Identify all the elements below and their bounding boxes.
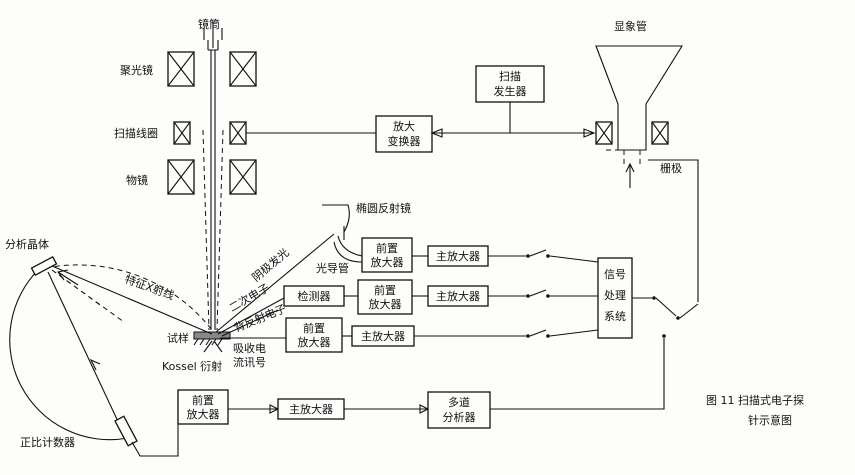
diffracted-rays (51, 269, 125, 323)
ellipsoidal-mirror (322, 204, 350, 233)
objective-lens (167, 159, 257, 195)
figure-caption-line2: 针示意图 (748, 413, 792, 427)
wire-grid-to-switch (648, 159, 699, 302)
label-sample: 试样 (167, 331, 189, 345)
label-condenser-lens: 聚光镜 (120, 63, 153, 77)
box-preamp1-line2: 放大器 (371, 255, 404, 269)
label-light-guide: 光导管 (316, 261, 349, 275)
box-preamp3-line1: 前置 (303, 321, 325, 335)
box-preamp4 (177, 389, 229, 425)
label-lens-tube: 镜筒 (198, 17, 220, 31)
lens-tube-aperture (203, 28, 223, 51)
box-signal-processing-line2: 处理 (604, 289, 626, 302)
box-scan-generator-line2: 发生器 (494, 84, 527, 98)
xray-path (51, 265, 213, 335)
cathodoluminescence-ray (215, 233, 335, 333)
label-scan-coil: 扫描线圈 (114, 126, 158, 140)
box-scan-generator-line1: 扫描 (499, 69, 521, 83)
box-main-amp2-label: 主放大器 (436, 289, 480, 303)
condenser-lens (167, 51, 257, 87)
label-analyzer-crystal: 分析晶体 (5, 237, 49, 251)
box-preamp4-line2: 放大器 (187, 407, 220, 421)
counter-to-preamp-wire (131, 418, 179, 457)
box-preamp3 (285, 317, 343, 353)
figure-caption-line1: 图 11 扫描式电子探 (706, 393, 804, 407)
label-characteristic-xray: 特征X射线 (123, 272, 176, 303)
box-preamp2 (357, 279, 413, 315)
light-guide (333, 235, 363, 263)
box-signal-processing (597, 257, 633, 339)
box-signal-processing-line1: 信号 (604, 268, 626, 281)
box-signal-processing-line3: 系统 (604, 310, 626, 323)
box-amp-converter-line2: 变换器 (388, 134, 421, 148)
wire-analyzer-to-switch (490, 338, 665, 410)
label-cathodoluminescence: 阴极发光 (249, 245, 292, 284)
label-absorbed-current-2: 流讯号 (233, 355, 266, 369)
arrow-left (430, 128, 443, 138)
crt-grid (606, 149, 646, 164)
secondary-electron-ray (217, 297, 285, 335)
rowland-circle-dashed (45, 264, 213, 331)
electron-column (167, 22, 257, 331)
box-preamp2-line1: 前置 (374, 283, 396, 297)
beam-scan-envelope (202, 129, 224, 331)
scan-coil (173, 121, 247, 145)
rowland-circle-arc (9, 267, 129, 441)
label-proportional-counter: 正比计数器 (20, 436, 75, 449)
electron-beam (210, 50, 216, 330)
box-amp-converter (375, 115, 433, 153)
box-preamp2-line2: 放大器 (369, 297, 402, 311)
box-preamp1-line1: 前置 (376, 241, 398, 255)
crt-tube (595, 45, 683, 188)
analyzer-crystal (30, 255, 58, 277)
box-multichannel-analyzer-line2: 分析器 (443, 410, 476, 424)
proportional-counter (114, 415, 138, 447)
output-switch (632, 297, 699, 319)
box-main-amp4-label: 主放大器 (289, 402, 333, 416)
label-absorbed-current-1: 吸收电 (233, 341, 266, 355)
box-detector-label: 检测器 (298, 289, 331, 303)
backscatter-ray (221, 309, 279, 337)
box-main-amp1-label: 主放大器 (436, 249, 480, 263)
box-scan-generator (475, 65, 545, 103)
box-multichannel-analyzer-line1: 多道 (448, 395, 470, 409)
arrow-right (583, 128, 596, 138)
box-multichannel-analyzer (427, 391, 491, 429)
label-grid: 栅极 (660, 161, 682, 175)
label-ellipsoidal-mirror: 椭圆反射镜 (356, 201, 411, 215)
box-amp-converter-line1: 放大 (393, 119, 415, 133)
label-objective-lens: 物镜 (126, 173, 148, 187)
box-main-amp3-label: 主放大器 (361, 329, 405, 343)
counter-arrowhead (89, 358, 101, 371)
label-kossel: Kossel 衍射 (162, 359, 222, 373)
box-preamp1 (361, 237, 413, 273)
crystal-to-counter-path (47, 271, 123, 431)
box-preamp4-line1: 前置 (192, 393, 214, 407)
label-crt: 显象管 (614, 19, 647, 33)
sample (193, 331, 231, 353)
xray-spectrometer (9, 255, 213, 457)
box-preamp3-line2: 放大器 (298, 335, 331, 349)
kossel-cone (203, 340, 223, 353)
